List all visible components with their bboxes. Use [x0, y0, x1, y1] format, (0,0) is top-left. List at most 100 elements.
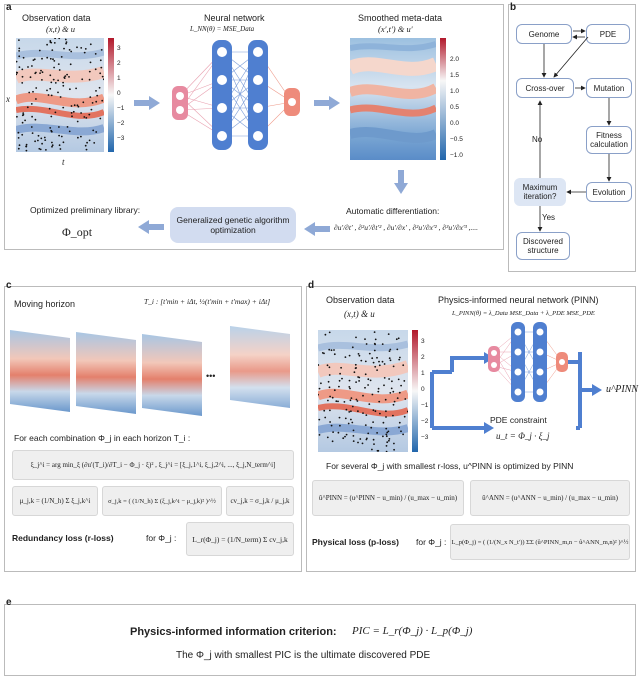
observation-point — [41, 142, 43, 145]
observation-point — [84, 48, 87, 50]
observation-point — [393, 400, 396, 403]
observation-point — [21, 68, 24, 71]
observation-point — [35, 71, 37, 74]
observation-point — [50, 81, 53, 84]
observation-point — [337, 400, 339, 403]
observation-point — [376, 432, 378, 434]
genome-node: Genome — [516, 24, 572, 44]
observation-point — [345, 408, 348, 411]
observation-point — [16, 73, 18, 76]
colorbar-d — [412, 330, 418, 452]
observation-point — [40, 69, 42, 72]
observation-point — [31, 132, 34, 134]
physical-for: for Φ_j : — [416, 537, 447, 547]
observation-point — [83, 51, 86, 54]
observation-point — [365, 438, 368, 441]
observation-point — [77, 136, 79, 139]
arrow-right-icon — [314, 96, 340, 110]
observation-point — [355, 336, 357, 339]
observation-point — [399, 356, 401, 359]
observation-point — [385, 410, 387, 413]
observation-point — [377, 387, 380, 390]
observation-point — [85, 117, 88, 119]
observation-point — [371, 393, 374, 396]
observation-point — [386, 431, 389, 434]
observation-point — [64, 75, 67, 77]
observation-point — [381, 360, 384, 363]
observation-point — [329, 421, 331, 423]
observation-point — [70, 105, 73, 107]
observation-point — [351, 346, 354, 349]
observation-point — [39, 148, 42, 151]
observation-point — [398, 391, 401, 394]
observation-point — [88, 113, 91, 116]
observation-point — [51, 141, 53, 144]
observation-point — [102, 78, 104, 81]
arrow-left-icon — [138, 220, 164, 234]
smoothed-vars: (x′,t′) & u′ — [378, 24, 413, 34]
observation-point — [372, 361, 375, 364]
observation-point — [34, 140, 36, 143]
observation-point — [333, 353, 336, 356]
observation-point — [350, 397, 353, 399]
observation-point — [22, 113, 25, 116]
observation-point — [360, 359, 363, 362]
observation-point — [374, 338, 377, 341]
observation-point — [329, 409, 331, 412]
observation-point — [355, 398, 358, 401]
observation-point — [368, 403, 371, 405]
observation-point — [392, 390, 395, 393]
observation-point — [100, 66, 103, 69]
observation-point — [73, 104, 76, 107]
observation-point — [373, 331, 376, 333]
observation-point — [382, 421, 385, 424]
observation-point — [53, 66, 55, 69]
observation-point — [359, 438, 362, 440]
observation-point — [364, 360, 367, 363]
panel-e-label: e — [6, 597, 12, 608]
observation-point — [385, 445, 388, 447]
evolution-node: Evolution — [586, 182, 632, 202]
observation-point — [347, 422, 350, 425]
observation-point — [342, 437, 345, 440]
observation-point — [95, 100, 98, 103]
pde-node: PDE — [586, 24, 630, 44]
observation-point — [341, 377, 343, 380]
axis-t-label: t — [62, 157, 65, 167]
observation-point — [80, 135, 82, 138]
observation-point — [385, 427, 388, 430]
observation-point — [85, 148, 88, 151]
observation-point — [402, 364, 405, 367]
observation-point — [28, 91, 31, 94]
arrow-down-icon — [394, 170, 408, 194]
observation-point — [349, 399, 352, 402]
observation-point — [63, 47, 65, 50]
smoothed-title: Smoothed meta-data — [358, 13, 443, 23]
tick: −1.0 — [450, 152, 463, 159]
autodiff-terms: ∂u′/∂t′ , ∂²u′/∂t′² , ∂u′/∂x′ , ∂²u′/∂x′… — [334, 223, 479, 232]
observation-point — [327, 399, 329, 402]
observation-point — [374, 343, 376, 346]
observation-point — [364, 373, 367, 376]
observation-point — [320, 382, 322, 385]
arrow-left-icon — [304, 222, 330, 236]
observation-point — [398, 426, 400, 429]
tick: 1.0 — [450, 88, 460, 95]
observation-point — [16, 115, 18, 118]
observation-point — [48, 107, 51, 110]
observation-point — [25, 149, 28, 152]
observation-point — [383, 384, 385, 387]
observation-point — [378, 364, 381, 367]
library-symbol: Φ_opt — [62, 225, 93, 239]
observation-point — [388, 357, 391, 360]
observation-point — [69, 88, 71, 91]
observation-point — [21, 75, 24, 78]
observation-point — [406, 410, 408, 413]
tick: −1 — [117, 105, 125, 112]
observation-point — [54, 38, 56, 40]
panel-e — [4, 604, 636, 676]
observation-point — [21, 121, 24, 124]
nn-title: Neural network — [204, 13, 265, 23]
panel-a-label: a — [6, 2, 12, 13]
observation-point — [351, 421, 354, 424]
